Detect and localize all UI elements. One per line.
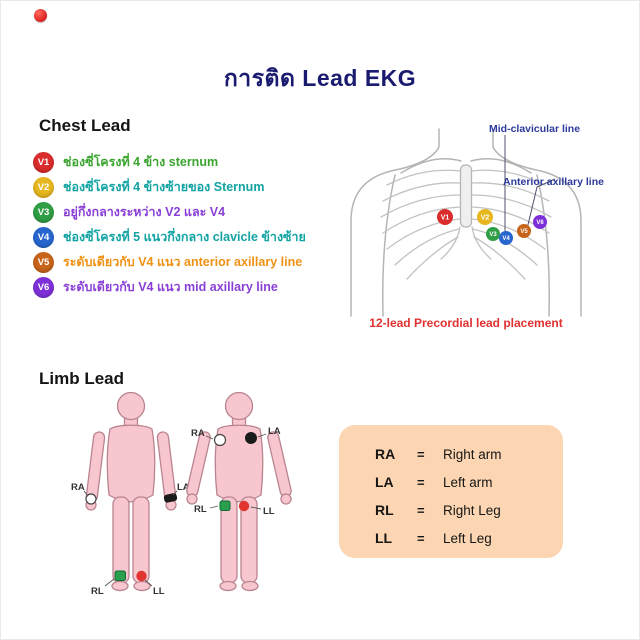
torso-outline: [350, 128, 582, 317]
ra-electrode-chest: [213, 433, 227, 447]
limb-lead-heading: Limb Lead: [39, 369, 125, 388]
electrode-v6: V6: [533, 215, 547, 229]
rl-label-fig1: RL: [91, 586, 104, 597]
chest-lead-heading: Chest Lead: [39, 116, 131, 135]
v4-description: ช่องซี่โครงที่ 5 แนวกึ่งกลาง clavicle ข้…: [63, 230, 306, 244]
legend-meaning: Left Leg: [443, 530, 492, 546]
v4-badge-label: V4: [37, 231, 50, 243]
lead-row-v6: V6 ระดับเดียวกับ V4 แนว mid axillary lin…: [33, 276, 278, 298]
legend-meaning: Left arm: [443, 474, 493, 490]
ll-label-fig2: LL: [263, 506, 275, 517]
legend-abbr: LA: [375, 474, 394, 490]
mid-clavicular-label: Mid-clavicular line: [489, 123, 581, 135]
rl-pointer-line: [104, 578, 115, 587]
v6-badge-label: V6: [37, 281, 50, 293]
anterior-axillary-line: [526, 178, 556, 230]
lead-row-v3: V3 อยู่กึ่งกลางระหว่าง V2 และ V4: [33, 201, 225, 223]
rl-label-fig2: RL: [194, 504, 207, 515]
la-electrode-chest: [245, 432, 257, 444]
legend-meaning: Right arm: [443, 446, 502, 462]
legend-abbr: RA: [375, 446, 396, 462]
rl-electrode-ankle: [114, 570, 126, 581]
v4-badge: V4: [33, 226, 54, 248]
legend-abbr: RL: [375, 502, 394, 518]
rl-pointer-line: [209, 505, 219, 509]
v6-badge: V6: [33, 276, 54, 298]
la-pointer-line: [172, 490, 178, 496]
lead-row-v2: V2 ช่องซี่โครงที่ 4 ข้างซ้ายของ Sternum: [33, 176, 264, 198]
ra-pointer-line: [83, 490, 89, 497]
lead-row-v4: V4 ช่องซี่โครงที่ 5 แนวกึ่งกลาง clavicle…: [33, 226, 306, 248]
equals-sign: =: [417, 502, 425, 518]
legend-row-ra: RA = Right arm: [375, 440, 563, 468]
electrode-v2-label: V2: [481, 215, 490, 222]
lead-row-v5: V5 ระดับเดียวกับ V4 แนว anterior axillar…: [33, 251, 302, 273]
ll-label-fig1: LL: [153, 586, 165, 597]
v2-badge: V2: [33, 176, 54, 198]
legend-meaning: Right Leg: [443, 502, 501, 518]
ribcage-diagram: V1 V2 V3 V4 V5 V6: [350, 128, 582, 317]
page-title: การติด Lead EKG: [223, 65, 417, 91]
electrode-v3: V3: [486, 227, 500, 241]
electrode-v4-label: V4: [502, 236, 510, 242]
v1-badge-label: V1: [37, 156, 50, 168]
equals-sign: =: [417, 446, 425, 462]
equals-sign: =: [417, 530, 425, 546]
limb-lead-legend: RA = Right arm LA = Left arm RL = Right …: [339, 425, 563, 558]
v1-description: ช่องซี่โครงที่ 4 ข้าง sternum: [63, 155, 219, 169]
body-figure-limbs: RA LA RL LL: [71, 391, 190, 597]
ll-electrode-hip: [238, 500, 250, 512]
ra-pointer-line: [205, 435, 214, 440]
body-silhouette: [85, 391, 177, 592]
v3-badge: V3: [33, 201, 54, 223]
la-label-fig2: LA: [268, 426, 281, 437]
ra-label-fig2: RA: [191, 428, 205, 439]
ra-electrode-wrist: [85, 493, 97, 505]
ll-electrode-ankle: [136, 570, 147, 582]
ll-pointer-line: [250, 506, 262, 510]
equals-sign: =: [417, 474, 425, 490]
legend-row-rl: RL = Right Leg: [375, 496, 563, 524]
precordial-caption: 12-lead Precordial lead placement: [369, 316, 563, 330]
v3-description: อยู่กึ่งกลางระหว่าง V2 และ V4: [63, 205, 226, 219]
v5-badge: V5: [33, 251, 54, 273]
la-pointer-line: [257, 433, 267, 438]
v1-badge: V1: [33, 151, 54, 173]
electrode-v5-label: V5: [520, 229, 528, 235]
ll-pointer-line: [144, 579, 153, 587]
v2-description: ช่องซี่โครงที่ 4 ข้างซ้ายของ Sternum: [63, 180, 265, 194]
legend-abbr: LL: [375, 530, 393, 546]
electrode-v6-label: V6: [536, 220, 544, 226]
electrode-v2: V2: [477, 209, 493, 225]
lead-row-v1: V1 ช่องซี่โครงที่ 4 ข้าง sternum: [33, 151, 218, 173]
legend-row-ll: LL = Left Leg: [375, 524, 563, 552]
rl-electrode-hip: [219, 500, 231, 511]
body-figure-torso: RA LA RL LL: [186, 391, 292, 592]
v5-badge-label: V5: [37, 256, 50, 268]
ribs: [380, 169, 552, 280]
electrode-v3-label: V3: [489, 232, 497, 238]
anterior-axillary-label: Anterior axillary line: [503, 176, 604, 188]
electrode-v5: V5: [517, 224, 531, 238]
v2-badge-label: V2: [37, 181, 50, 193]
v5-description: ระดับเดียวกับ V4 แนว anterior axillary l…: [63, 255, 303, 269]
electrode-v4: V4: [499, 231, 513, 245]
body-silhouette: [186, 391, 292, 592]
la-label-fig1: LA: [177, 482, 190, 493]
sternum: [459, 164, 473, 228]
legend-row-la: LA = Left arm: [375, 468, 563, 496]
electrode-v1-label: V1: [441, 215, 450, 222]
ra-label-fig1: RA: [71, 482, 85, 493]
red-pin-icon: [34, 9, 47, 22]
v6-description: ระดับเดียวกับ V4 แนว mid axillary line: [63, 280, 278, 294]
v3-badge-label: V3: [37, 206, 50, 218]
la-electrode-wrist: [163, 493, 178, 503]
electrode-v1: V1: [437, 209, 453, 225]
